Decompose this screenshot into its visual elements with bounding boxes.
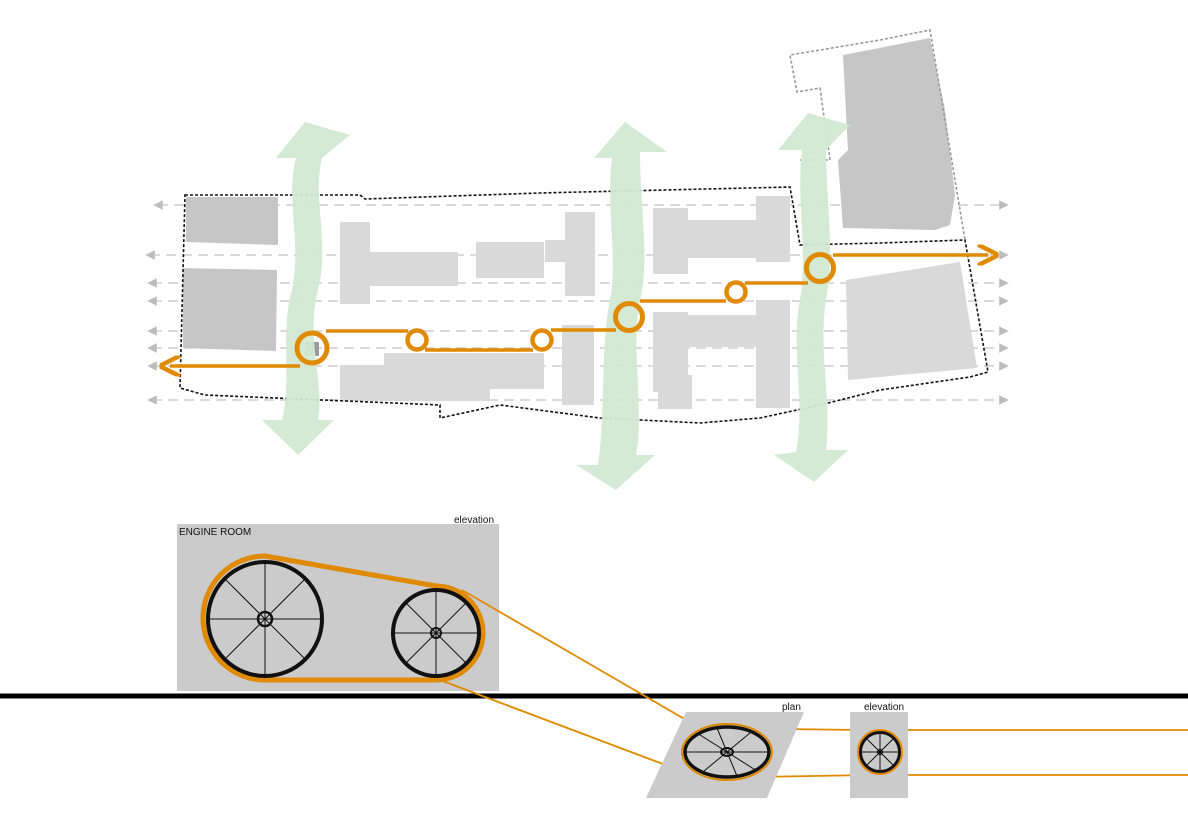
buildings bbox=[183, 38, 977, 409]
adjacent-boundary bbox=[789, 29, 966, 241]
connector-lines bbox=[439, 589, 1188, 779]
large-wheel bbox=[206, 560, 324, 678]
small-wheel bbox=[391, 588, 481, 678]
plan-detail: plan bbox=[646, 702, 804, 798]
engine-room-title: ENGINE ROOM bbox=[179, 527, 251, 538]
engine-room-panel: ENGINE ROOM elevation bbox=[177, 515, 499, 691]
plan-label: plan bbox=[782, 702, 801, 713]
circulation-route bbox=[170, 255, 988, 367]
elevation-label: elevation bbox=[864, 702, 904, 713]
engine-room-view-label: elevation bbox=[454, 515, 494, 526]
elevation-detail: elevation bbox=[850, 702, 908, 798]
